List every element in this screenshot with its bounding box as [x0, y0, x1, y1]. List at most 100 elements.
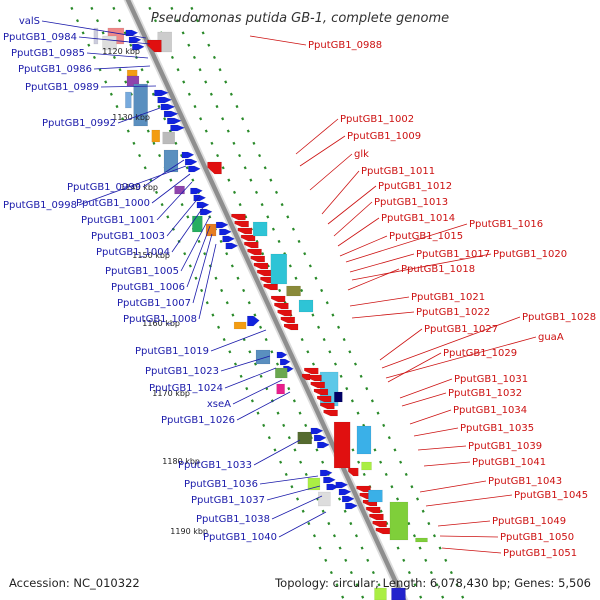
tick-label: 1190 kbp [170, 527, 208, 536]
gene-label-plus[interactable]: PputGB1_1029 [443, 348, 517, 359]
minus-gene-arrow [326, 483, 340, 491]
leader-line [259, 475, 319, 485]
plus-gene-arrow [310, 381, 325, 389]
minus-gene-arrow [188, 165, 201, 173]
gene-label-plus[interactable]: PputGB1_1039 [468, 441, 542, 452]
tick-label: 1140 kbp [120, 183, 158, 192]
gene-label-minus[interactable]: PputGB1_0984 [3, 32, 77, 43]
gene-label-plus[interactable]: PputGB1_1009 [347, 131, 421, 142]
gene-label-minus[interactable]: PputGB1_1024 [149, 383, 223, 394]
minus-gene-arrow [154, 89, 170, 97]
minus-gene-arrow [131, 43, 145, 51]
gene-feature [297, 431, 312, 445]
gene-label-minus[interactable]: PputGB1_1008 [123, 314, 197, 325]
leader-line [192, 233, 213, 304]
leader-line [299, 135, 346, 167]
gene-label-minus[interactable]: PputGB1_1019 [135, 346, 209, 357]
gene-label-plus[interactable]: PputGB1_1015 [389, 231, 463, 242]
gene-label-plus[interactable]: PputGB1_1034 [453, 405, 527, 416]
gene-label-plus[interactable]: PputGB1_1013 [374, 197, 448, 208]
minus-gene-arrow [310, 427, 324, 435]
plus-gene-arrow [274, 302, 289, 310]
gene-feature [334, 391, 343, 403]
gene-label-minus[interactable]: PputGB1_1007 [117, 298, 191, 309]
gene-label-plus[interactable]: PputGB1_1035 [460, 423, 534, 434]
gene-label-minus[interactable]: PputGB1_0985 [11, 48, 85, 59]
leader-line [351, 253, 492, 281]
gene-label-minus[interactable]: PputGB1_1003 [91, 231, 165, 242]
plus-gene-arrow [375, 527, 391, 535]
gene-label-minus[interactable]: xseA [207, 399, 231, 410]
gene-feature [126, 69, 138, 77]
gene-label-plus[interactable]: PputGB1_1031 [454, 374, 528, 385]
gene-label-plus[interactable]: PputGB1_1050 [500, 532, 574, 543]
gene-label-minus[interactable]: PputGB1_1004 [96, 247, 170, 258]
gene-label-minus[interactable]: PputGB1_1033 [178, 460, 252, 471]
gene-feature [391, 587, 406, 600]
gene-feature [192, 215, 203, 233]
gene-label-plus[interactable]: PputGB1_1049 [492, 516, 566, 527]
gene-label-minus[interactable]: PputGB1_1001 [81, 215, 155, 226]
gene-label-plus[interactable]: PputGB1_0988 [308, 40, 382, 51]
gene-feature [361, 461, 372, 471]
leader-line [327, 185, 377, 225]
minus-gene-arrow [190, 187, 204, 195]
gene-label-minus[interactable]: valS [19, 16, 40, 27]
gene-label-minus[interactable]: PputGB1_1000 [76, 198, 150, 209]
tick-label: 1160 kbp [142, 319, 180, 328]
gene-label-plus[interactable]: PputGB1_1022 [416, 307, 490, 318]
gene-label-plus[interactable]: PputGB1_1020 [493, 249, 567, 260]
tick-label: 1170 kbp [152, 389, 190, 398]
gene-label-plus[interactable]: glk [354, 149, 369, 160]
minus-gene-arrow [222, 235, 236, 243]
minus-gene-arrow [225, 242, 239, 250]
gene-label-plus[interactable]: PputGB1_1011 [361, 166, 435, 177]
leader-line [419, 480, 487, 493]
gene-label-minus[interactable]: PputGB1_0992 [42, 118, 116, 129]
gene-label-minus[interactable]: PputGB1_0986 [18, 64, 92, 75]
plus-gene-arrow [207, 161, 222, 175]
gene-label-plus[interactable]: PputGB1_1043 [488, 476, 562, 487]
leader-line [151, 173, 191, 204]
gene-label-plus[interactable]: PputGB1_1017 [416, 249, 490, 260]
gene-label-plus[interactable]: PputGB1_1028 [522, 312, 596, 323]
minus-gene-arrow [323, 476, 336, 484]
gene-label-plus[interactable]: PputGB1_1027 [424, 324, 498, 335]
gene-label-minus[interactable]: PputGB1_1040 [203, 532, 277, 543]
gene-label-plus[interactable]: PputGB1_1002 [340, 114, 414, 125]
gene-label-minus[interactable]: PputGB1_0998 [3, 200, 77, 211]
gene-label-plus[interactable]: PputGB1_1032 [448, 388, 522, 399]
gene-label-plus[interactable]: PputGB1_1045 [514, 490, 588, 501]
gene-label-plus[interactable]: PputGB1_1041 [472, 457, 546, 468]
gene-label-plus[interactable]: guaA [538, 332, 564, 343]
gene-label-plus[interactable]: PputGB1_1016 [469, 219, 543, 230]
minus-gene-arrow [170, 124, 186, 132]
gene-feature [415, 537, 428, 543]
gene-label-minus[interactable]: PputGB1_1038 [196, 514, 270, 525]
plus-gene-arrow [147, 39, 162, 53]
gene-label-minus[interactable]: PputGB1_1023 [145, 366, 219, 377]
plus-gene-arrow [280, 316, 296, 324]
gene-label-minus[interactable]: PputGB1_1037 [191, 495, 265, 506]
gene-label-minus[interactable]: PputGB1_0999 [67, 182, 141, 193]
gene-label-plus[interactable]: PputGB1_1021 [411, 292, 485, 303]
gene-label-plus[interactable]: PputGB1_1014 [381, 213, 455, 224]
gene-feature [270, 253, 288, 285]
plus-gene-arrow [244, 241, 259, 249]
gene-label-minus[interactable]: PputGB1_1006 [111, 282, 185, 293]
leader-line [86, 52, 149, 59]
plus-gene-arrow [240, 234, 256, 242]
gene-label-minus[interactable]: PputGB1_1005 [105, 266, 179, 277]
plus-gene-arrow [263, 283, 278, 291]
leader-line [417, 445, 467, 451]
gene-label-minus[interactable]: PputGB1_1026 [161, 415, 235, 426]
gene-label-plus[interactable]: PputGB1_1012 [378, 181, 452, 192]
minus-gene-arrow [313, 434, 327, 442]
gene-label-minus[interactable]: PputGB1_1036 [184, 479, 258, 490]
leader-line [349, 296, 410, 307]
gene-label-plus[interactable]: PputGB1_1051 [503, 548, 577, 559]
leader-line [337, 217, 380, 247]
gene-label-minus[interactable]: PputGB1_0989 [25, 82, 99, 93]
tick-label: 1130 kbp [112, 113, 150, 122]
gene-label-plus[interactable]: PputGB1_1018 [401, 264, 475, 275]
